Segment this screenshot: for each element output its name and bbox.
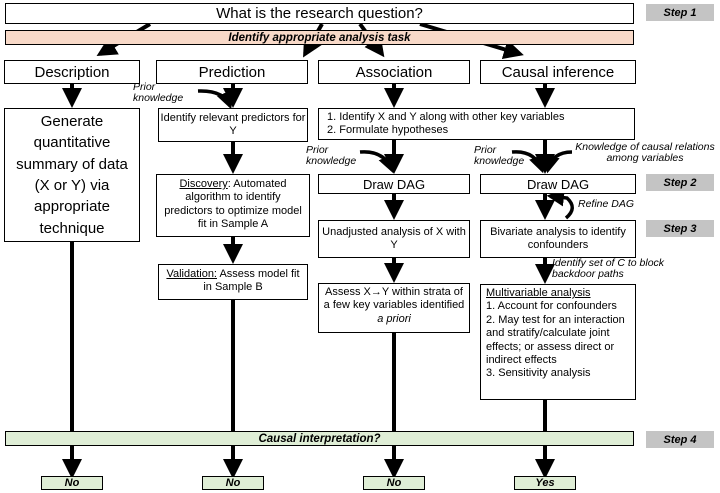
causal-arrow-icon: → <box>370 286 382 298</box>
outcome-causal-inference: Yes <box>514 476 576 490</box>
discovery-box: Discovery: Automated algorithm to identi… <box>156 174 310 237</box>
association-draw-dag-box: Draw DAG <box>318 174 470 194</box>
validation-label: Validation: <box>166 268 217 280</box>
step-1-badge: Step 1 <box>646 4 714 21</box>
prediction-prior-knowledge-note: Prior knowledge <box>133 81 184 105</box>
strata-box: Assess X→Y within strata of a few key va… <box>318 283 470 333</box>
outcome-prediction: No <box>202 476 264 490</box>
strata-text-c: a priori <box>377 312 411 325</box>
discovery-label: Discovery <box>179 178 228 190</box>
step-4-badge: Step 4 <box>646 431 714 448</box>
multivariable-item: 2. May test for an interaction and strat… <box>486 313 625 367</box>
knowledge-of-causal-relations-note: Knowledge of causal relations among vari… <box>575 141 715 165</box>
multivariable-item: 3. Sensitivity analysis <box>486 367 591 380</box>
association-header: Association <box>318 60 470 84</box>
causal-interpretation-bar: Causal interpretation? <box>5 431 634 446</box>
causal-inference-header: Causal inference <box>480 60 636 84</box>
validation-box: Validation: Assess model fit in Sample B <box>158 264 308 300</box>
step-2-badge: Step 2 <box>646 174 714 191</box>
multivariable-analysis-box: Multivariable analysis 1. Account for co… <box>480 284 636 400</box>
identify-variables-box: 1. Identify X and Y along with other key… <box>318 108 635 140</box>
strata-text-a: Assess X <box>325 286 371 298</box>
multivariable-title: Multivariable analysis <box>486 287 591 299</box>
validation-text: Assess model fit in Sample B <box>203 268 300 294</box>
description-summary-box: Generate quantitative summary of data (X… <box>4 108 140 242</box>
causal-prior-knowledge-note: Prior knowledge <box>474 144 525 168</box>
bivariate-analysis-box: Bivariate analysis to identify confounde… <box>480 220 636 258</box>
prediction-header: Prediction <box>156 60 308 84</box>
strata-text-b: Y within strata of a few key variables i… <box>323 286 465 312</box>
multivariable-item: 1. Account for confounders <box>486 300 617 313</box>
outcome-association: No <box>363 476 425 490</box>
identify-task-bar: Identify appropriate analysis task <box>5 30 634 45</box>
causal-draw-dag-box: Draw DAG <box>480 174 636 194</box>
formulate-hypotheses-item: 2. Formulate hypotheses <box>327 124 449 137</box>
unadjusted-analysis-box: Unadjusted analysis of X with Y <box>318 220 470 258</box>
research-question-box: What is the research question? <box>5 3 634 24</box>
outcome-description: No <box>41 476 103 490</box>
refine-dag-note: Refine DAG <box>578 198 635 210</box>
identify-variables-item: 1. Identify X and Y along with other key… <box>327 111 565 123</box>
identify-predictors-box: Identify relevant predictors for Y <box>158 108 308 142</box>
discovery-text: : Automated algorithm to identify predic… <box>164 178 302 231</box>
identify-confounder-set-note: Identify set of C to block backdoor path… <box>552 257 665 281</box>
association-prior-knowledge-note: Prior knowledge <box>306 144 357 168</box>
description-header: Description <box>4 60 140 84</box>
step-3-badge: Step 3 <box>646 220 714 237</box>
